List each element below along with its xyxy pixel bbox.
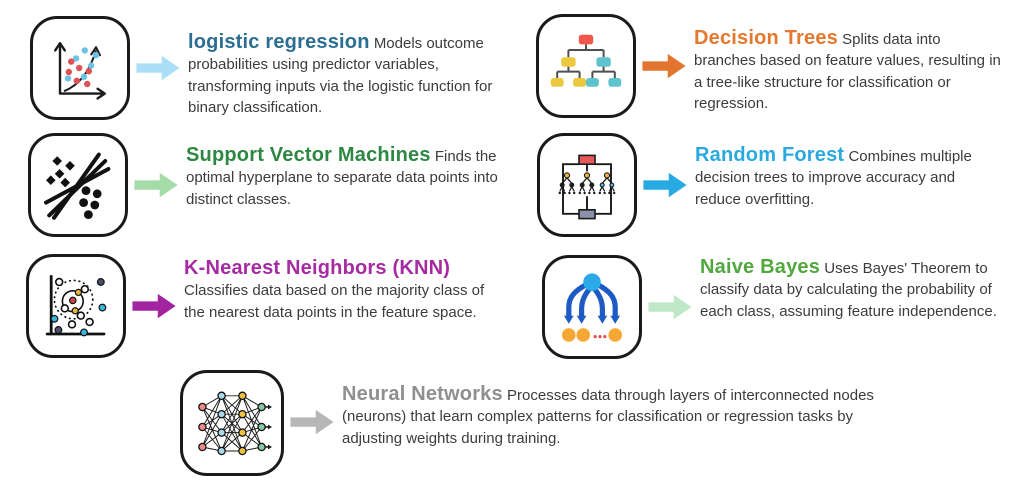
flow-arrow-icon <box>290 407 334 437</box>
card-support-vector-machines: Support Vector Machines Finds the optima… <box>28 133 498 237</box>
support-vector-machines-description: Finds the optimal hyperplane to separate… <box>186 148 498 208</box>
support-vector-machines-text: Support Vector Machines Finds the optima… <box>186 143 498 210</box>
knn-description: Classifies data based on the majority cl… <box>184 282 485 321</box>
decision-trees-iconbox <box>536 14 636 118</box>
knn-title: K-Nearest Neighbors (KNN) <box>184 257 451 279</box>
knn-text: K-Nearest Neighbors (KNN) Classifies dat… <box>184 256 496 323</box>
logistic-regression-iconbox <box>30 16 130 120</box>
neural-network-layers-icon <box>198 391 272 456</box>
knn-iconbox <box>26 254 126 358</box>
naive-bayes-description: Uses Bayes' Theorem to classify data by … <box>700 260 997 320</box>
knn-neighborhood-scatter-icon <box>45 275 107 337</box>
logistic-regression-title: logistic regression <box>188 31 370 53</box>
svm-hyperplane-scatter-icon <box>44 152 111 220</box>
neural-networks-iconbox <box>180 370 284 476</box>
flow-arrow-icon <box>132 291 176 321</box>
scatter-plot-growth-curve-icon <box>54 42 106 100</box>
neural-networks-text: Neural Networks Processes data through l… <box>342 382 882 449</box>
decision-trees-text: Decision Trees Splits data into branches… <box>694 26 1002 114</box>
neural-networks-description: Processes data through layers of interco… <box>342 387 874 447</box>
neural-networks-title: Neural Networks <box>342 383 503 405</box>
naive-bayes-iconbox <box>542 255 642 359</box>
flow-arrow-icon <box>136 53 180 83</box>
bayes-probability-branches-icon <box>562 273 622 342</box>
tree-diagram-icon <box>550 34 622 87</box>
support-vector-machines-title: Support Vector Machines <box>186 144 431 166</box>
card-random-forest: Random Forest Combines multiple decision… <box>537 133 1005 237</box>
card-neural-networks: Neural Networks Processes data through l… <box>180 370 882 476</box>
random-forest-title: Random Forest <box>695 144 845 166</box>
random-forest-text: Random Forest Combines multiple decision… <box>695 143 1005 210</box>
card-naive-bayes: Naive Bayes Uses Bayes' Theorem to class… <box>542 255 1016 359</box>
random-forest-description: Combines multiple decision trees to impr… <box>695 148 972 208</box>
random-forest-iconbox <box>537 133 637 237</box>
decision-trees-title: Decision Trees <box>694 27 838 49</box>
flow-arrow-icon <box>134 170 178 200</box>
naive-bayes-title: Naive Bayes <box>700 256 821 278</box>
card-decision-trees: Decision Trees Splits data into branches… <box>536 14 1002 118</box>
flow-arrow-icon <box>643 170 687 200</box>
logistic-regression-text: logistic regression Models outcome proba… <box>188 30 508 118</box>
flow-arrow-icon <box>642 51 686 81</box>
card-logistic-regression: logistic regression Models outcome proba… <box>30 16 508 120</box>
logistic-regression-description: Models outcome probabilities using predi… <box>188 35 493 116</box>
random-forest-ensemble-icon <box>558 154 616 220</box>
naive-bayes-text: Naive Bayes Uses Bayes' Theorem to class… <box>700 255 1016 322</box>
support-vector-machines-iconbox <box>28 133 128 237</box>
flow-arrow-icon <box>648 292 692 322</box>
card-k-nearest-neighbors: K-Nearest Neighbors (KNN) Classifies dat… <box>26 254 496 358</box>
decision-trees-description: Splits data into branches based on featu… <box>694 31 1001 112</box>
